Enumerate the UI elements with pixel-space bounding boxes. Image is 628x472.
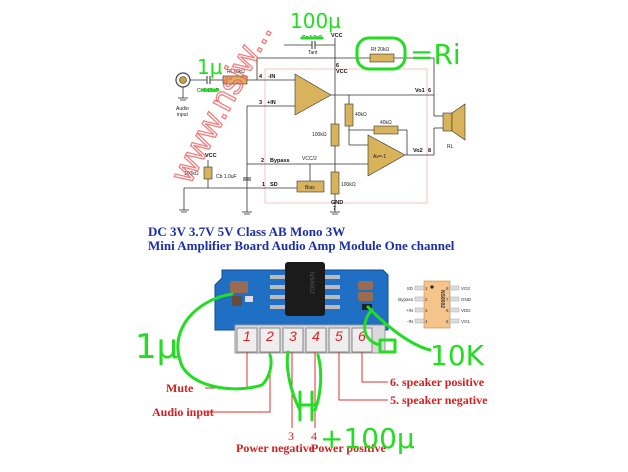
gnd-pin: 7 — [333, 206, 336, 212]
pin6-name: VCC — [336, 69, 348, 75]
label-power-positive-num: 4 — [311, 429, 317, 443]
pinout-right-num-1: 8 — [446, 286, 449, 291]
bias-label: Bias — [305, 185, 315, 191]
pinout-chip-name: NS8002 — [439, 290, 445, 308]
board-pin-6: 6 — [358, 328, 366, 344]
pinout-right-4: VO1 — [461, 319, 471, 324]
pin4-name: -IN — [268, 74, 275, 80]
ic-pinout: NS8002 SD Bypass +IN -IN 1 2 3 4 8 7 6 5… — [398, 280, 472, 329]
label-power-negative: Power negative — [236, 441, 315, 455]
rf-resistor — [369, 53, 395, 63]
pinout-right-num-3: 6 — [446, 308, 449, 313]
rl-label: RL — [447, 144, 454, 150]
pinout-left-1: SD — [407, 286, 414, 291]
opamp-2 — [367, 134, 406, 177]
board-pin-5: 5 — [335, 328, 343, 344]
vcc2-label: VCC/2 — [302, 156, 317, 162]
ic-boundary — [264, 68, 428, 204]
pin1-name: SD — [270, 182, 278, 188]
hw-10k: 10K — [430, 339, 485, 372]
av-label: Av=-1 — [373, 154, 386, 160]
gnd-label: GND — [331, 200, 343, 206]
pin6-num: 6 — [336, 63, 339, 69]
smd-capacitor-2 — [358, 281, 373, 290]
hw-circle-rf — [355, 36, 407, 71]
pin2-num: 2 — [261, 158, 264, 164]
r100k-upper — [330, 123, 340, 147]
pinout-left-num-3: 3 — [425, 308, 428, 313]
label-audio-input: Audio input — [152, 405, 214, 419]
amplifier-board: NS8002 1 2 3 4 5 6 — [214, 262, 389, 354]
r40k-horizontal — [373, 125, 399, 135]
r100k-lower — [330, 171, 340, 195]
vcc-top-label: VCC — [331, 33, 343, 39]
label-mute: Mute — [166, 381, 194, 395]
pinout-left-2: Bypass — [398, 297, 414, 302]
ground-icons — [179, 205, 340, 215]
pinout-right-1: VO2 — [461, 286, 471, 291]
vo1-pin: 6 — [428, 88, 431, 94]
pinout-right-3: VDD — [461, 308, 471, 313]
vcc-left-label: VCC — [205, 153, 217, 159]
board-pin-3: 3 — [289, 328, 297, 344]
hw-100u-top: 100µ — [290, 9, 341, 33]
ri-label: Ri 20kΩ — [227, 69, 245, 75]
board-pin-4: 4 — [312, 328, 320, 344]
pinout-left-3: +IN — [406, 308, 413, 313]
title-line-2: Mini Amplifier Board Audio Amp Module On… — [148, 238, 455, 253]
smd-capacitor-3 — [358, 292, 373, 301]
hw-1u-mute-cap: 1µ — [135, 327, 178, 367]
tant-label: Tant — [308, 50, 318, 56]
smd-resistor — [245, 296, 253, 302]
cb-label: Cb 1.0uF — [216, 174, 237, 180]
r40k-vertical — [344, 103, 354, 127]
audio-jack-icon — [175, 72, 191, 101]
pinout-left-num-1: 1 — [425, 286, 428, 291]
amp-chip — [285, 262, 325, 316]
pin1-num: 1 — [262, 182, 265, 188]
speaker-icon — [442, 103, 466, 141]
pinout-left-num-4: 4 — [425, 319, 428, 324]
rf-label: Rf 20kΩ — [371, 47, 389, 53]
pinout-right-num-2: 7 — [446, 297, 449, 302]
r40k-b-label: 40kΩ — [380, 120, 392, 126]
r100k-sd-label: 100kΩ — [184, 171, 199, 177]
vo1-label: Vo1 — [415, 88, 425, 94]
chip-marking: NS8002 — [308, 272, 314, 294]
pinout-right-2: GND — [461, 297, 472, 302]
label-power-negative-num: 3 — [288, 429, 294, 443]
pin3-name: +IN — [267, 100, 276, 106]
pinout-right-num-4: 5 — [446, 319, 449, 324]
pinout-left-4: -IN — [407, 319, 413, 324]
handwritten-annotations: 100µ 1µ =Ri 1µ 10K +100µ — [135, 9, 485, 455]
pinout-left-num-2: 2 — [425, 297, 428, 302]
opamp-1 — [294, 73, 332, 116]
pin2-name: Bypass — [270, 158, 290, 164]
label-speaker-negative: 5. speaker negative — [390, 393, 488, 407]
smd-component — [232, 296, 242, 306]
r40k-a-label: 40kΩ — [355, 112, 367, 118]
vo2-pin: 8 — [428, 148, 431, 154]
board-pin-2: 2 — [265, 328, 274, 344]
smd-capacitor — [230, 281, 248, 293]
hw-1u-input: 1µ — [197, 55, 223, 79]
title-line-1: DC 3V 3.7V 5V Class AB Mono 3W — [148, 224, 345, 239]
board-pin-1: 1 — [243, 328, 251, 344]
pin4-num: 4 — [259, 74, 263, 80]
audio-input-label: Audio — [176, 106, 189, 112]
label-speaker-positive: 6. speaker positive — [390, 375, 485, 389]
audio-input-label-2: input — [177, 112, 188, 118]
vo2-label: Vo2 — [413, 148, 423, 154]
bias-block — [296, 180, 325, 193]
label-power-positive: Power positive — [311, 441, 386, 455]
r100k-a-label: 100kΩ — [312, 132, 327, 138]
hw-rf-equals-ri: =Ri — [410, 38, 461, 71]
hw-100u-power: +100µ — [320, 422, 415, 455]
r100k-b-label: 100kΩ — [341, 182, 356, 188]
pin3-num: 3 — [259, 100, 262, 106]
